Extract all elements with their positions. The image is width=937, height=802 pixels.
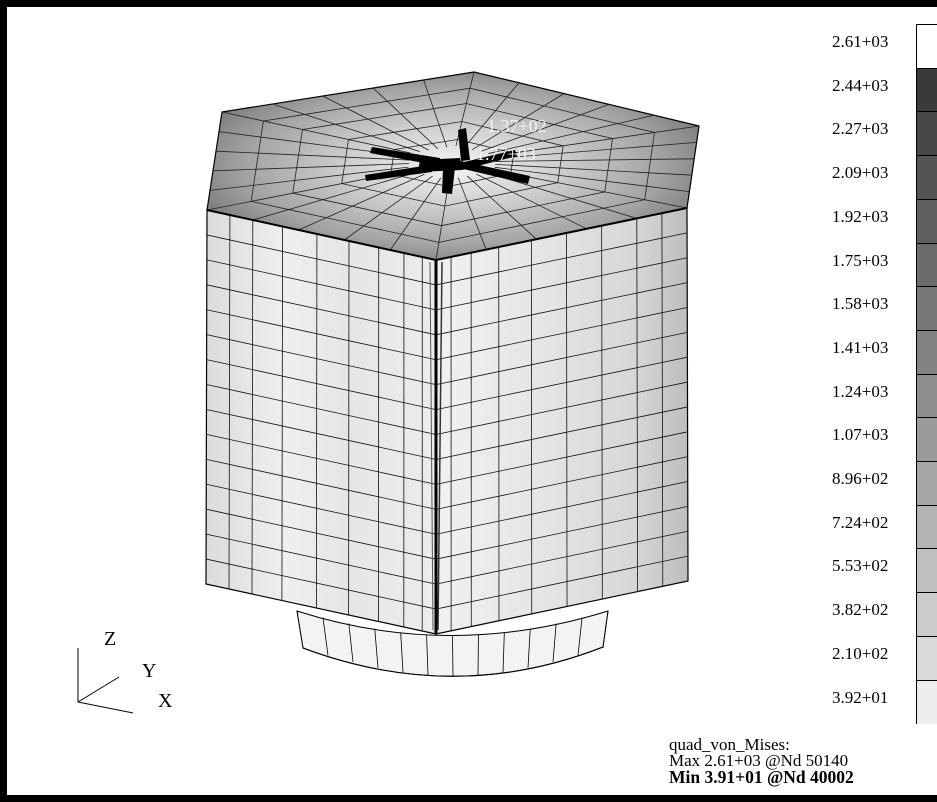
legend-value-label: 8.96+02 xyxy=(832,469,889,488)
min-value-line: Min 3.91+01 @Nd 40002 xyxy=(669,767,854,787)
legend-color-swatch xyxy=(916,461,937,506)
max-value-line: Max 2.61+03 @Nd 50140 xyxy=(669,751,849,770)
legend-color-swatch xyxy=(916,24,937,69)
legend-value-label: 2.44+03 xyxy=(832,75,889,95)
legend-color-swatch xyxy=(916,592,937,637)
legend-value-label: 1.41+03 xyxy=(832,337,889,357)
legend-value-label: 1.75+03 xyxy=(832,250,889,270)
load-spokes xyxy=(365,128,530,194)
legend-value-label: 1.92+03 xyxy=(832,206,889,226)
legend-value-label: 2.09+03 xyxy=(832,163,889,183)
legend-value-label: 1.58+03 xyxy=(832,294,889,314)
legend-value-label: 2.27+03 xyxy=(832,119,889,139)
axis-triad xyxy=(77,648,134,714)
legend-color-swatch xyxy=(916,635,937,680)
legend-color-swatch xyxy=(916,329,937,375)
legend-color-swatch xyxy=(916,548,937,593)
legend-value-label: 7.24+02 xyxy=(832,512,889,532)
axis-y-label: Y xyxy=(142,660,157,682)
legend-color-swatch xyxy=(916,286,937,331)
legend-value-label: 1.24+03 xyxy=(832,381,889,401)
legend-color-swatch xyxy=(916,111,937,156)
legend-color-swatch xyxy=(916,67,937,112)
max-marker-label: 1.77+03 xyxy=(476,144,536,164)
min-marker-label: 1.37+02 xyxy=(487,116,547,136)
legend-value-label: 2.10+02 xyxy=(832,643,889,663)
result-summary: quad_von_Mises: Max 2.61+03 @Nd 50140 Mi… xyxy=(669,735,854,787)
legend-color-swatch xyxy=(916,242,937,287)
legend-color-swatch xyxy=(916,373,937,418)
legend-value-label: 1.07+03 xyxy=(832,425,889,445)
axis-z-label: Z xyxy=(104,628,117,650)
axis-x-label: X xyxy=(158,690,173,712)
legend-value-label: 3.82+02 xyxy=(832,600,889,620)
result-name: quad_von_Mises: xyxy=(669,735,790,754)
base-pedestal xyxy=(296,610,609,677)
legend-value-label: 5.53+02 xyxy=(832,556,889,576)
legend-value-label: 3.92+01 xyxy=(832,687,889,707)
legend-value-label: 2.61+03 xyxy=(832,32,889,51)
legend-color-swatch xyxy=(916,198,937,243)
legend-color-swatch xyxy=(916,417,937,462)
legend-color-swatch xyxy=(916,679,937,724)
right-face xyxy=(435,207,689,635)
legend-color-swatch xyxy=(916,155,937,200)
legend-color-swatch xyxy=(916,504,937,549)
left-face xyxy=(205,209,437,635)
corner-seam xyxy=(429,260,443,634)
